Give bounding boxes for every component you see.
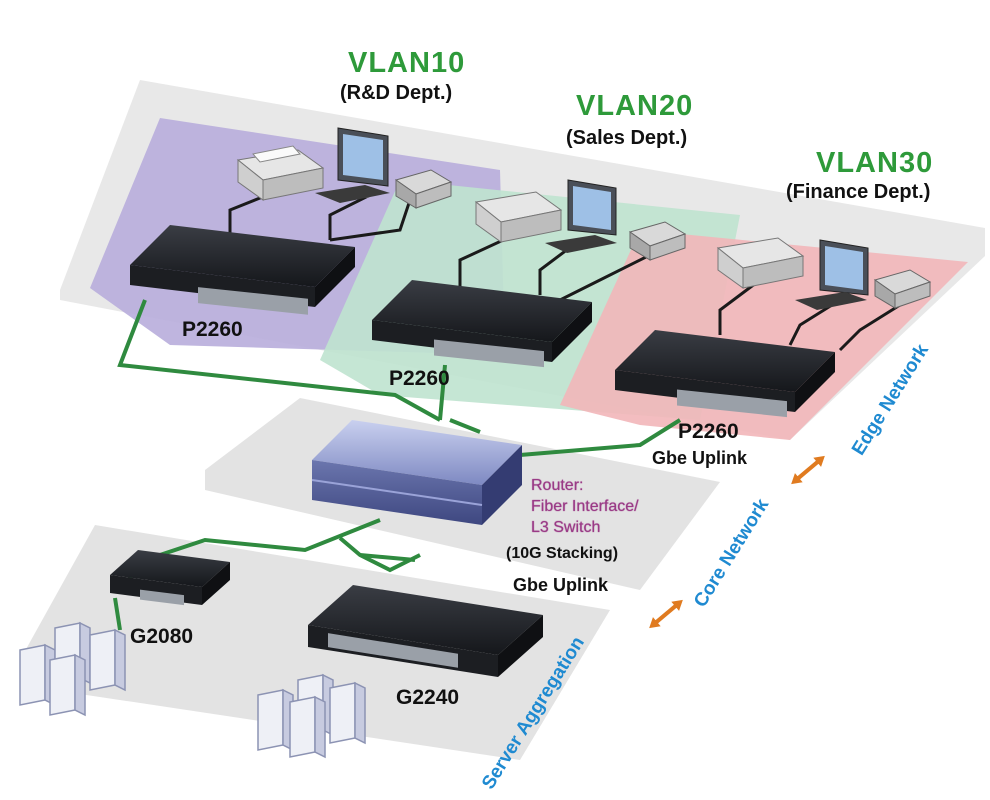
g2240-switch bbox=[308, 585, 543, 677]
keyboard-icon bbox=[315, 185, 390, 203]
layer-arrow-edge-core bbox=[791, 455, 825, 485]
phone-icon bbox=[873, 269, 932, 309]
vlan20-switch-label: P2260 bbox=[389, 367, 450, 390]
vlan10-title: VLAN10 bbox=[348, 47, 466, 79]
g2240-label: G2240 bbox=[396, 686, 460, 709]
router-label-line3: L3 Switch bbox=[531, 519, 601, 536]
monitor-icon bbox=[819, 239, 869, 296]
vlan20-dept: (Sales Dept.) bbox=[566, 127, 688, 149]
p2260-switch-vlan10 bbox=[130, 225, 355, 315]
aggregation-uplink-label: Gbe Uplink bbox=[513, 575, 609, 595]
g2080-label: G2080 bbox=[130, 625, 194, 648]
printer-icon bbox=[236, 145, 325, 201]
printer-icon bbox=[716, 237, 805, 289]
monitor-icon bbox=[567, 179, 617, 236]
router-label-line1: Router: bbox=[531, 477, 584, 494]
printer-icon bbox=[474, 191, 563, 243]
vlan10-dept: (R&D Dept.) bbox=[340, 82, 453, 104]
keyboard-icon bbox=[545, 235, 617, 253]
router-device bbox=[311, 420, 522, 525]
server-cluster-left bbox=[19, 621, 126, 717]
p2260-switch-vlan30 bbox=[615, 330, 835, 418]
stacking-label: (10G Stacking) bbox=[506, 545, 619, 562]
vlan10-switch-label: P2260 bbox=[182, 318, 243, 341]
server-cluster-right bbox=[257, 673, 366, 759]
keyboard-icon bbox=[795, 292, 867, 310]
phone-icon bbox=[394, 169, 453, 209]
vlan20-title: VLAN20 bbox=[576, 90, 694, 122]
p2260-switch-vlan20 bbox=[372, 280, 592, 368]
layer-arrow-core-aggregation bbox=[649, 599, 683, 629]
vlan30-dept: (Finance Dept.) bbox=[786, 181, 931, 203]
vlan30-switch-label: P2260 bbox=[678, 420, 739, 443]
phone-icon bbox=[628, 221, 687, 261]
vlan30-title: VLAN30 bbox=[816, 147, 934, 179]
router-label-line2: Fiber Interface/ bbox=[531, 498, 639, 515]
edge-uplink-label: Gbe Uplink bbox=[652, 448, 748, 468]
g2080-switch bbox=[110, 550, 230, 606]
